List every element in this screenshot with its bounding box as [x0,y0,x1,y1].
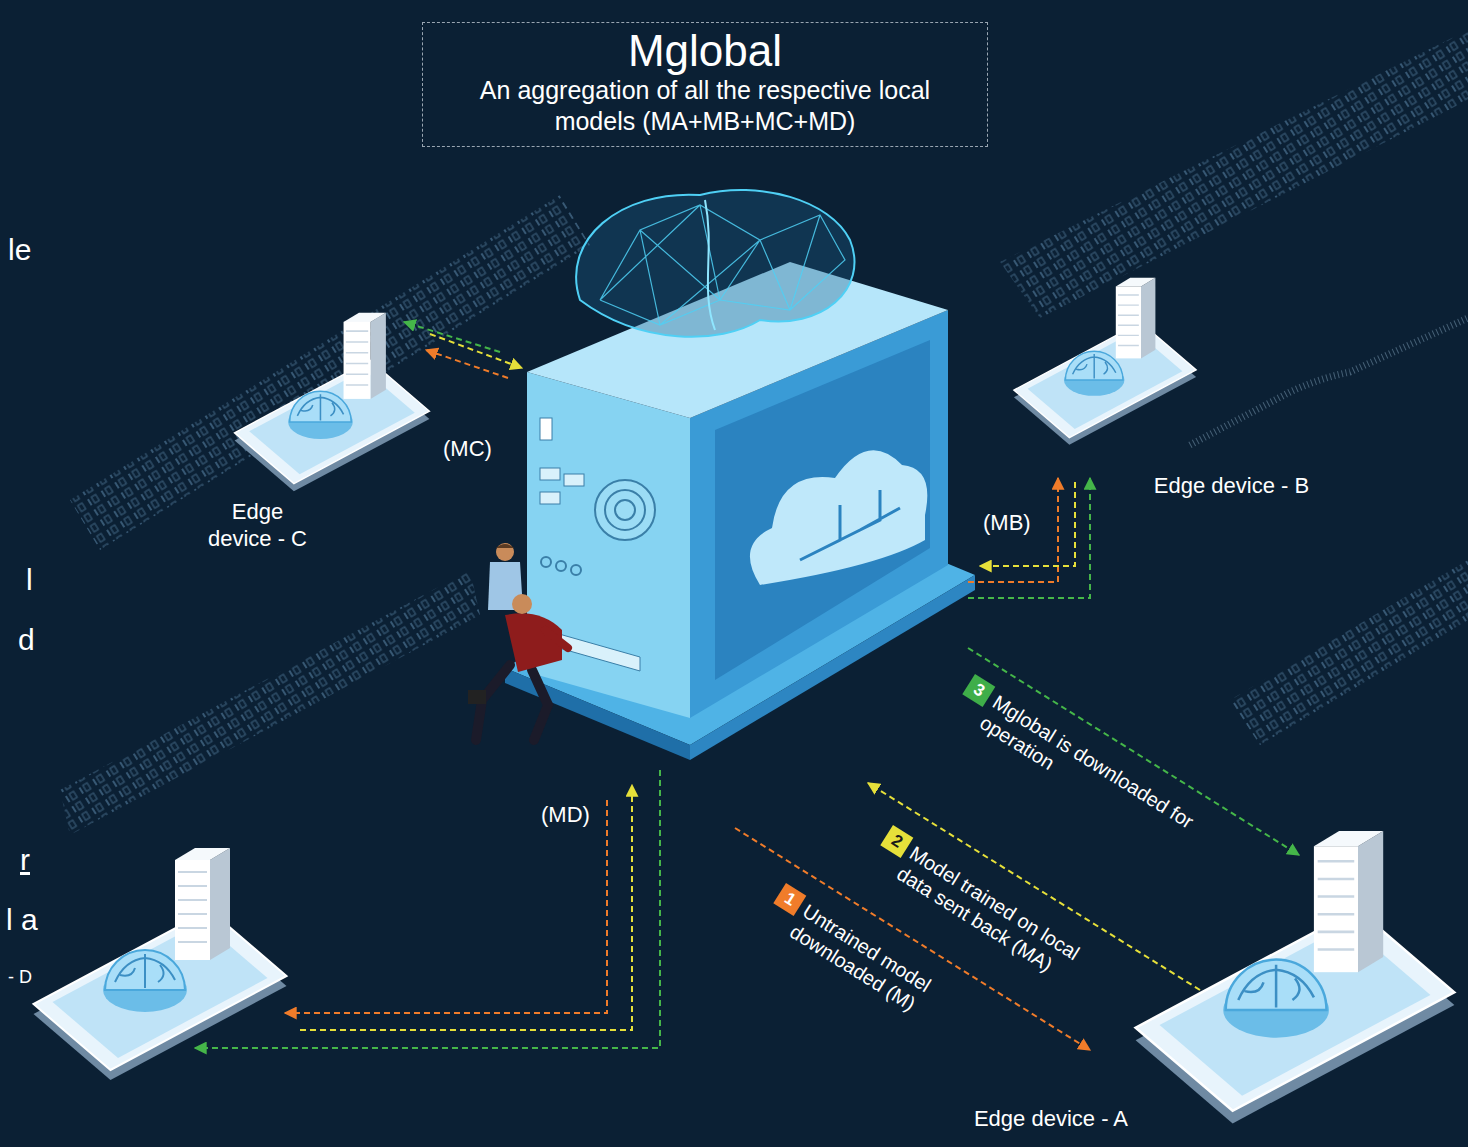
binary-streams [60,30,1468,835]
server-slot [540,468,560,480]
device-label: Edge device - C [203,496,312,555]
binary-band [1230,560,1468,745]
title-description: An aggregation of all the respective loc… [453,75,957,137]
binary-band [60,570,480,835]
device-name: Edge device - A [973,1105,1129,1132]
model-label: (MD) [541,802,590,828]
server-button [571,565,581,575]
circuit-lines [800,490,900,560]
model-label: (MC) [443,436,492,462]
data-road [1190,318,1468,445]
step-number: 3 [963,674,996,707]
step-number: 1 [773,883,806,916]
engineers [468,543,568,740]
server-panel [715,340,930,680]
person-legs [476,665,548,740]
step-text: Untrained model downloaded (M) [786,899,960,1032]
brain-outline [576,190,854,337]
cut-off-text: l [26,562,33,598]
download-arrow [968,478,1090,598]
device-name: Edge device - B [1153,472,1310,499]
brain-mesh [600,205,845,325]
server-fan [595,480,655,540]
person-body [505,613,562,672]
step-number: 2 [880,825,913,858]
upload-arrow [430,334,522,368]
edge-devices [34,278,1455,1124]
brain-fissure [705,200,715,330]
server-button [541,557,551,567]
download-arrow [404,322,500,352]
binary-band [70,195,590,550]
edge-device-icon [1014,278,1196,445]
cloud-icon [750,450,927,585]
edge-device-icon [1136,831,1455,1123]
cut-off-text: r [20,842,30,878]
server-fan [615,500,635,520]
download-arrow [426,350,508,378]
edge-device-icon [235,313,430,492]
server-slot [564,474,584,486]
person-head [512,594,532,614]
cloud-server [505,262,975,760]
download-arrow [195,770,660,1048]
title-box: MglobalAn aggregation of all the respect… [422,22,988,147]
cut-off-text: l a [6,902,38,938]
server-slot [540,418,552,440]
briefcase [468,690,486,704]
dataflow-arrows [195,322,1299,1050]
model-label: (MB) [983,510,1031,536]
person-hair [496,544,514,548]
server-front [527,372,690,718]
upload-arrow [300,785,632,1030]
server-button [556,561,566,571]
server-fan [605,490,645,530]
upload-arrow [980,482,1075,566]
binary-band [1000,30,1468,318]
download-arrow [285,800,607,1013]
cut-off-text: - D [8,966,32,988]
edge-device-icon [34,848,287,1080]
person-arm [545,630,568,648]
cut-off-text: d [18,622,35,658]
step-text: Mglobal is downloaded for operation [975,690,1229,874]
brain-wireframe [576,190,854,337]
device-label: Edge device - B [1150,470,1313,502]
device-name: Edge device - C [206,498,309,552]
cut-off-text: le [8,232,31,268]
server-slot [540,492,560,504]
device-label: Edge device - A [970,1103,1132,1135]
person-head [496,543,514,561]
title-heading: Mglobal [453,27,957,75]
